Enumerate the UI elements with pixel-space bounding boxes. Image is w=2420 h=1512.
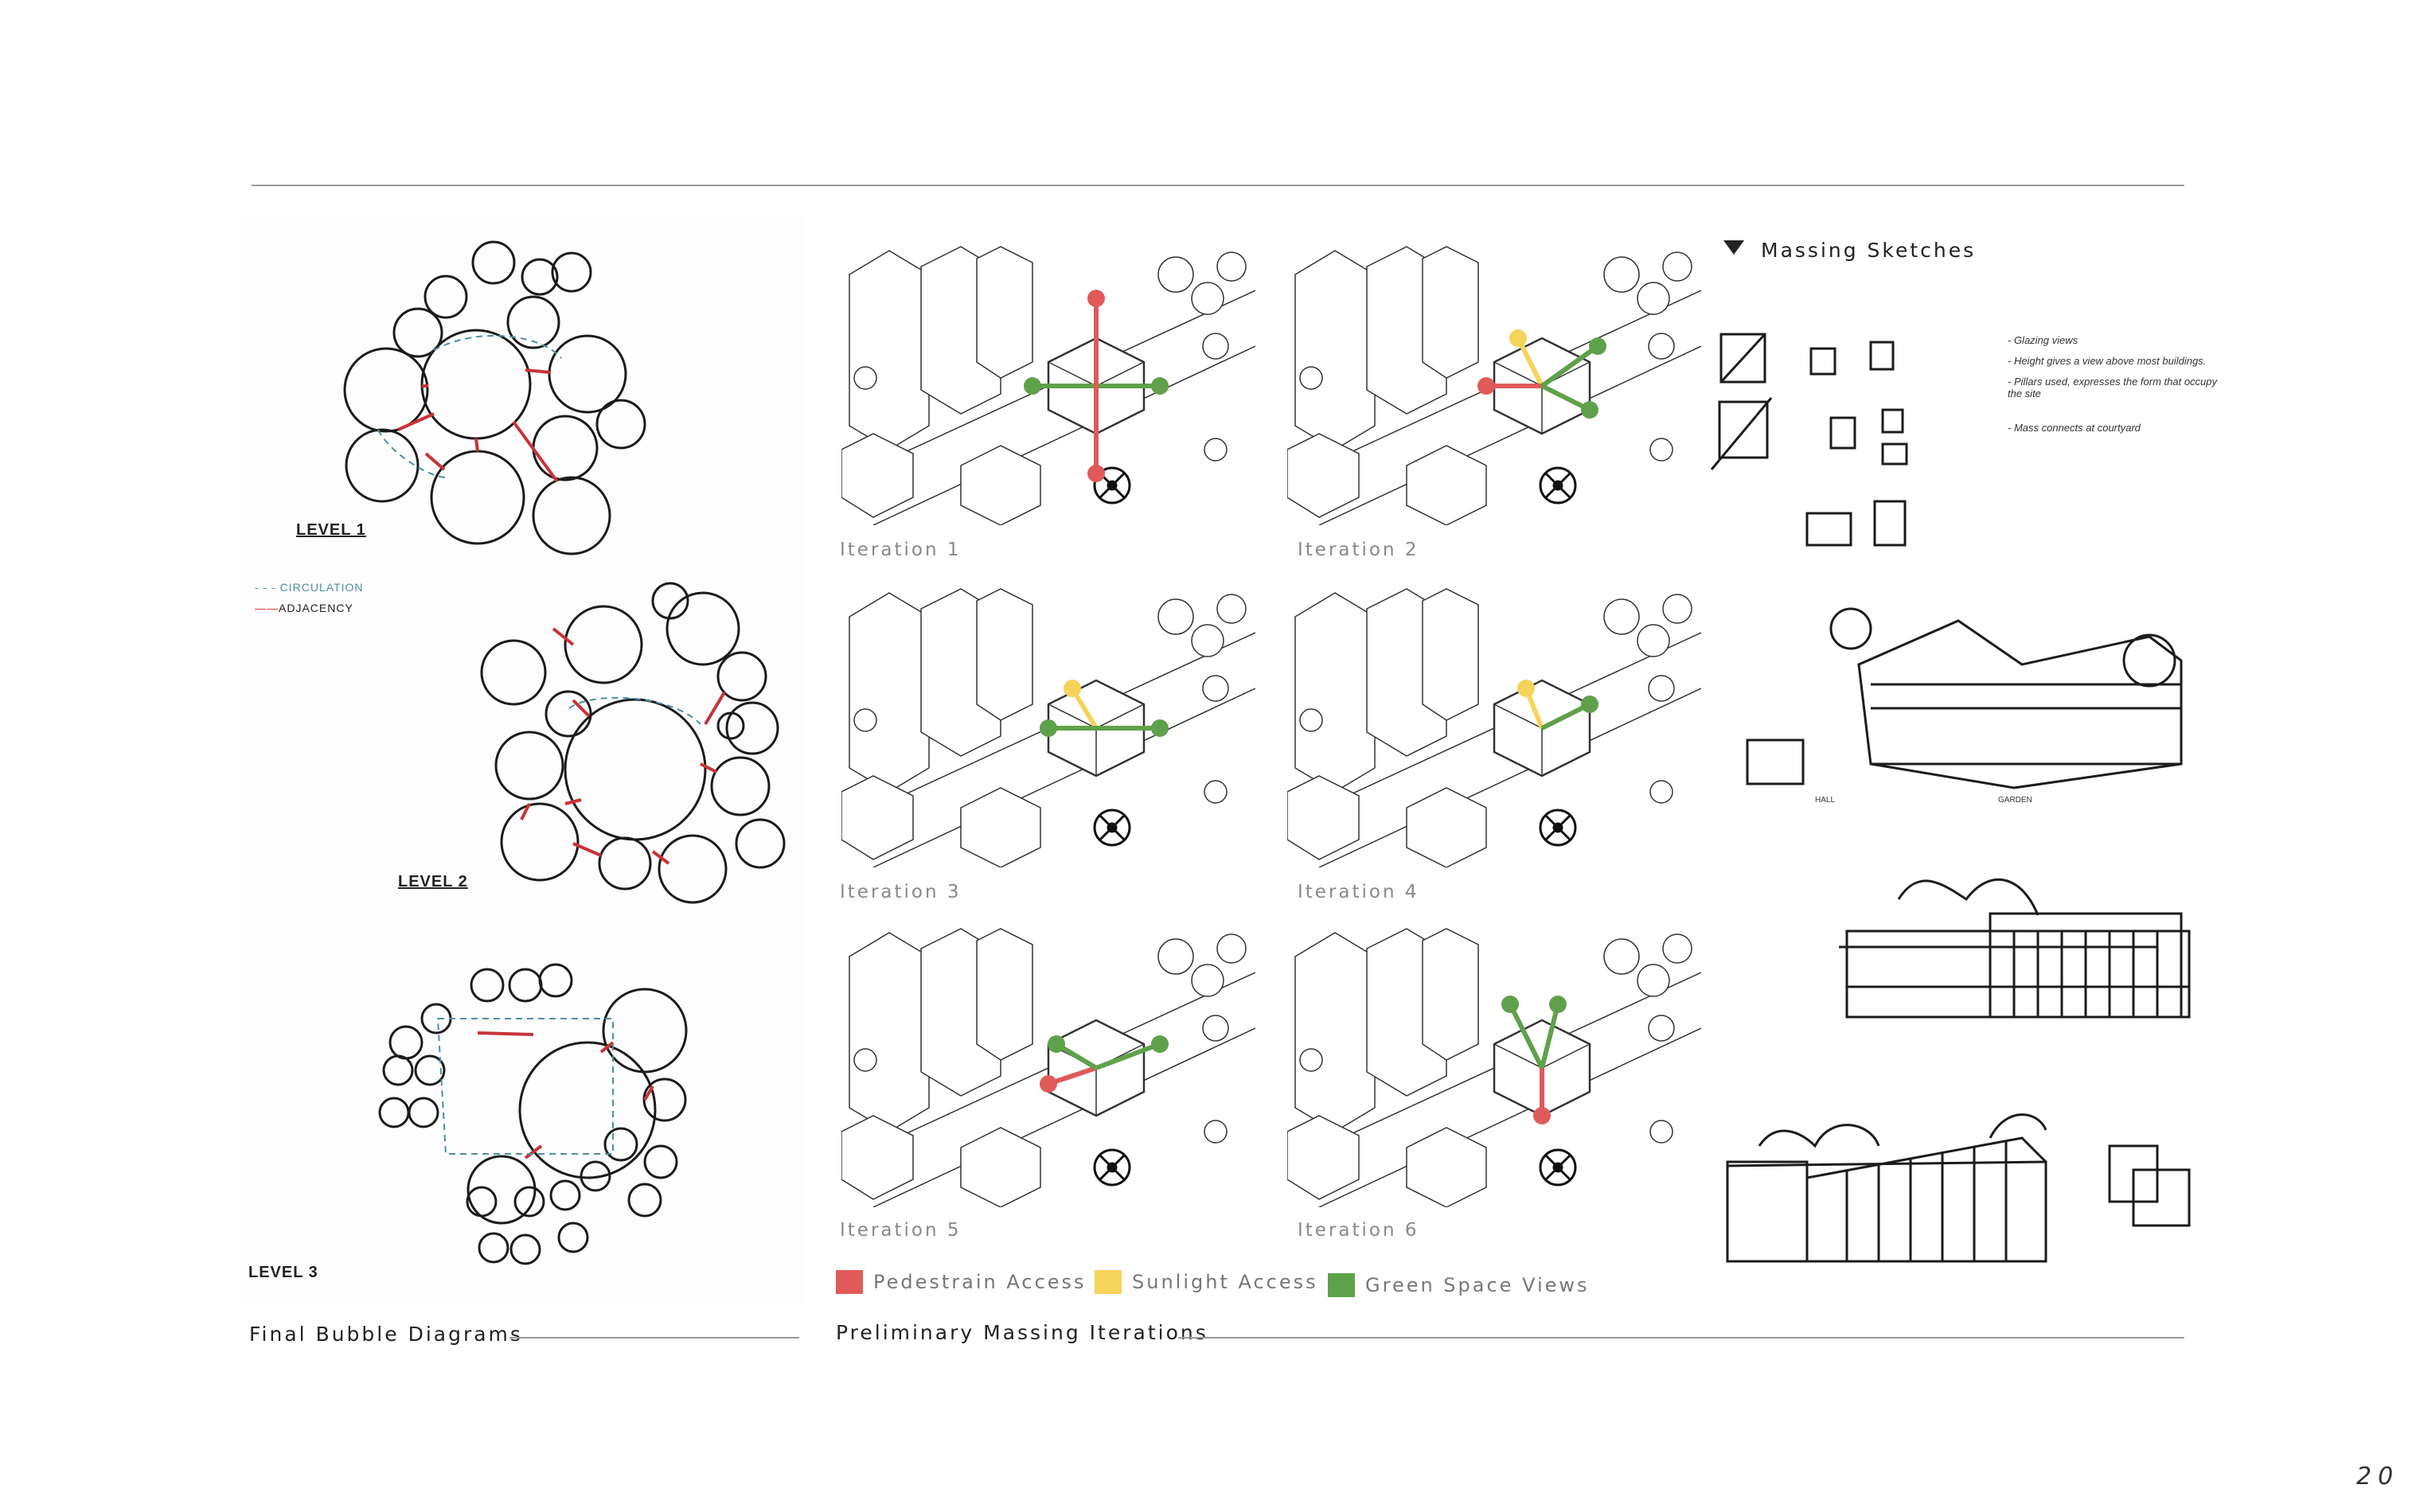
page-number: 20 bbox=[2356, 1463, 2400, 1491]
green-arrow-icon bbox=[1540, 337, 1606, 388]
compass-icon bbox=[1093, 809, 1131, 847]
green-arrow-icon bbox=[1040, 719, 1096, 737]
green-arrow-icon bbox=[1540, 384, 1598, 419]
iteration-3-label: Iteration 3 bbox=[840, 882, 962, 902]
level2-label: LEVEL 2 bbox=[398, 873, 468, 890]
iteration-4-drawing bbox=[1287, 585, 1701, 867]
compass-icon bbox=[1093, 1148, 1131, 1187]
compass-icon bbox=[1539, 1148, 1577, 1187]
green-arrow-icon bbox=[1501, 996, 1544, 1070]
iteration-4-label: Iteration 4 bbox=[1298, 882, 1419, 902]
level1-label: LEVEL 1 bbox=[296, 521, 366, 539]
sketches-title: Massing Sketches bbox=[1761, 239, 1977, 262]
compass-icon bbox=[1093, 466, 1131, 505]
iteration-5-label: Iteration 5 bbox=[840, 1220, 962, 1241]
bubble-caption-rule bbox=[509, 1337, 799, 1339]
yellow-arrow-icon bbox=[1064, 680, 1099, 730]
yellow-arrow-icon bbox=[1509, 329, 1544, 388]
legend-label-green: Green Space Views bbox=[1365, 1274, 1590, 1296]
bubble-diagram-drawing bbox=[343, 240, 786, 1265]
triangle-down-icon bbox=[1723, 240, 1744, 255]
red-arrow-icon bbox=[1087, 290, 1105, 386]
compass-icon bbox=[1539, 809, 1577, 847]
sketches-drawing bbox=[1710, 333, 2191, 1263]
legend-swatch-pedestrian bbox=[836, 1270, 863, 1294]
green-arrow-icon bbox=[1024, 377, 1096, 395]
green-arrow-icon bbox=[1540, 996, 1567, 1069]
sketch-label-garden: GARDEN bbox=[1998, 796, 2032, 805]
legend-circulation: - - - CIRCULATION bbox=[255, 581, 364, 594]
legend-adjacency: ——ADJACENCY bbox=[255, 602, 353, 614]
iteration-2-drawing bbox=[1287, 243, 1701, 525]
sketches-panel: - Glazing views - Height gives a view ab… bbox=[1704, 310, 2237, 1305]
green-arrow-icon bbox=[1096, 377, 1169, 395]
legend-swatch-green bbox=[1328, 1273, 1355, 1297]
red-arrow-icon bbox=[1087, 386, 1105, 482]
green-arrow-icon bbox=[1096, 719, 1169, 737]
iteration-6-drawing bbox=[1287, 925, 1701, 1207]
legend-adjacency-label: ADJACENCY bbox=[279, 602, 353, 614]
legend-label-sunlight: Sunlight Access bbox=[1132, 1271, 1318, 1293]
sketch-note-3: - Pillars used, expresses the form that … bbox=[2008, 376, 2218, 399]
compass-icon bbox=[1539, 466, 1577, 505]
adjacency-line: —— bbox=[255, 602, 279, 614]
iteration-5-drawing bbox=[841, 925, 1255, 1207]
legend-label-pedestrian: Pedestrain Access bbox=[873, 1271, 1087, 1293]
circulation-dash: - - - bbox=[255, 581, 280, 594]
red-arrow-icon bbox=[1040, 1066, 1097, 1093]
green-arrow-icon bbox=[1048, 1035, 1098, 1070]
sketches-header bbox=[1723, 240, 1744, 255]
iteration-1-drawing bbox=[841, 243, 1255, 525]
iteration-3-drawing bbox=[841, 585, 1255, 867]
sketch-note-2: - Height gives a view above most buildin… bbox=[2008, 355, 2207, 367]
sketch-note-4: - Mass connects at courtyard bbox=[2008, 422, 2141, 434]
legend-swatch-sunlight bbox=[1095, 1270, 1122, 1294]
red-arrow-icon bbox=[1533, 1068, 1551, 1124]
yellow-arrow-icon bbox=[1517, 680, 1544, 730]
bubble-diagram-panel: LEVEL 1 - - - CIRCULATION ——ADJACENCY LE… bbox=[239, 215, 802, 1305]
massing-caption-rule bbox=[1178, 1337, 2184, 1339]
green-arrow-icon bbox=[1095, 1035, 1169, 1070]
sketch-note-1: - Glazing views bbox=[2008, 334, 2078, 346]
iteration-1-label: Iteration 1 bbox=[840, 540, 962, 560]
level3-label: LEVEL 3 bbox=[248, 1264, 318, 1281]
legend-circulation-label: CIRCULATION bbox=[279, 581, 364, 594]
massing-caption: Preliminary Massing Iterations bbox=[836, 1321, 1208, 1344]
iteration-6-label: Iteration 6 bbox=[1298, 1220, 1419, 1241]
iteration-2-label: Iteration 2 bbox=[1298, 540, 1419, 560]
green-arrow-icon bbox=[1540, 696, 1598, 731]
top-rule bbox=[252, 185, 2184, 186]
bubble-caption: Final Bubble Diagrams bbox=[249, 1323, 523, 1346]
sketch-label-hall: HALL bbox=[1815, 796, 1836, 805]
red-arrow-icon bbox=[1477, 377, 1542, 395]
